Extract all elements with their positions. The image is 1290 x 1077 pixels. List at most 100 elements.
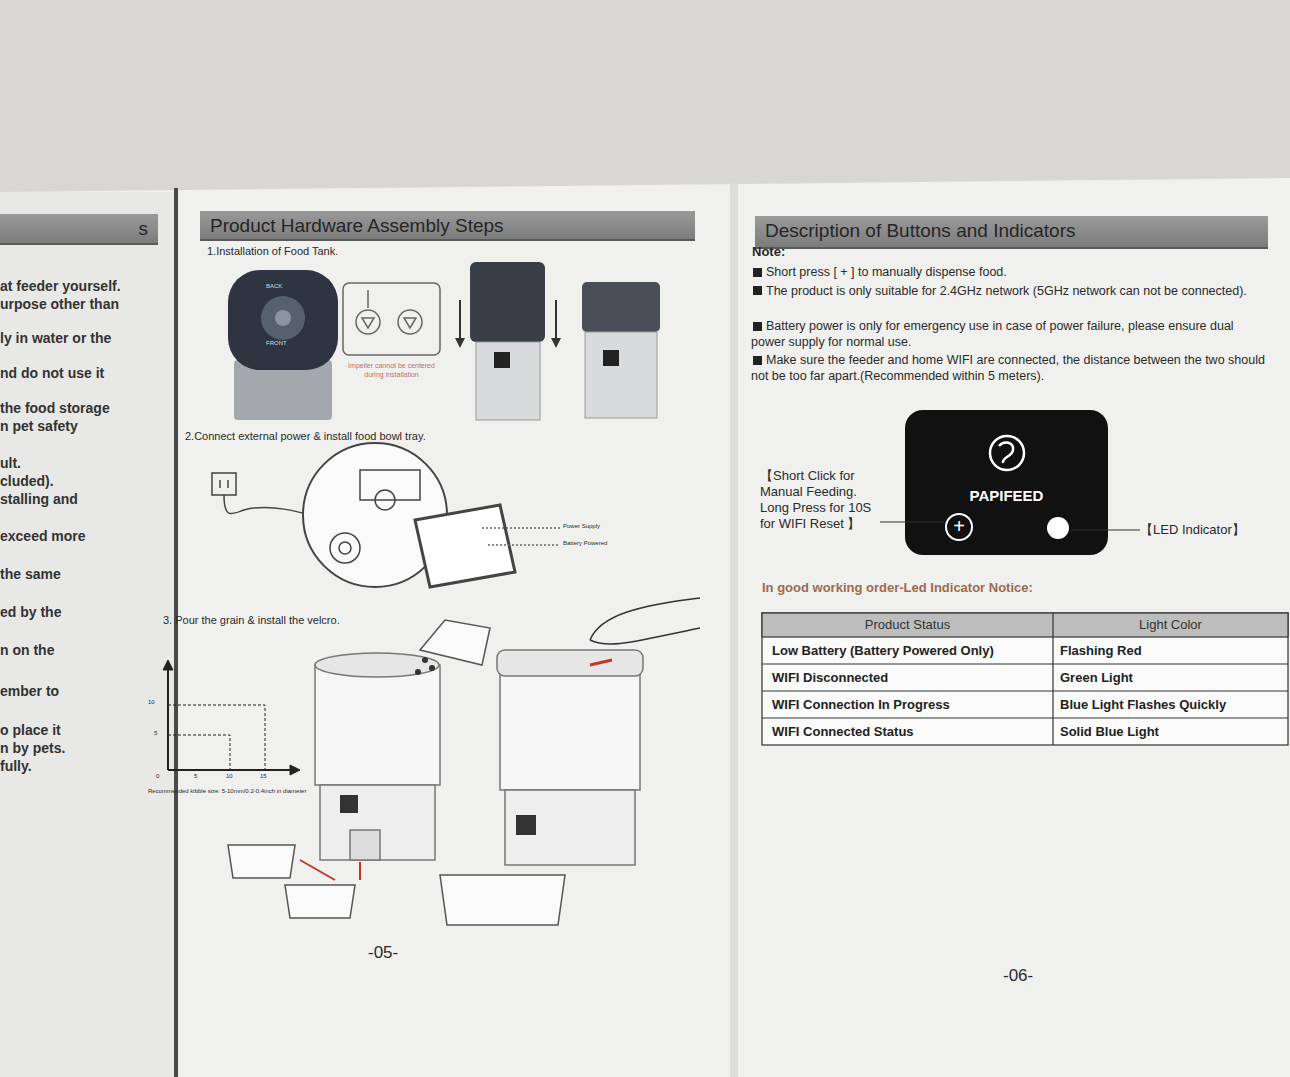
feeder-velcro — [590, 628, 700, 644]
kibble-chart — [168, 735, 230, 770]
feeder-velcro — [500, 672, 640, 790]
section-band: Product Hardware Assembly Steps — [200, 211, 695, 241]
table-cell: Solid Blue Light — [1060, 724, 1288, 740]
step-title: 2.Connect external power & install food … — [185, 430, 565, 444]
paper — [730, 182, 738, 1077]
note-text: Short press [ + ] to manually dispense f… — [766, 265, 1266, 281]
table-cell: WIFI Connection In Progress — [772, 697, 1052, 713]
power-diagram — [330, 533, 360, 563]
food-tank-top-view — [228, 270, 338, 370]
body-text: exceed more — [0, 528, 170, 546]
feeder-pour — [340, 795, 358, 813]
feeder-pour — [285, 885, 355, 918]
table-title: In good working order-Led Indicator Noti… — [762, 580, 1162, 596]
section-band-text: Description of Buttons and Indicators — [765, 220, 1258, 242]
status-table — [762, 613, 1288, 745]
warning-note: Impeller cannot be centered during insta… — [343, 362, 440, 380]
paper — [174, 188, 178, 1077]
feeder-velcro — [440, 875, 565, 925]
step-title: 3. Pour the grain & install the velcro. — [163, 614, 463, 628]
body-text: cluded). — [0, 473, 170, 491]
section-band-text: Product Hardware Assembly Steps — [210, 215, 685, 237]
feeder-velcro — [497, 650, 643, 676]
table-cell: WIFI Connected Status — [772, 724, 1052, 740]
body-text: stalling and — [0, 491, 170, 509]
feeder-install — [555, 300, 557, 342]
part-name: FRONT — [266, 340, 306, 348]
feeder-pour — [359, 862, 361, 880]
plus-button-text: + — [947, 515, 971, 538]
note-bullets — [753, 322, 762, 331]
feeder-velcro — [590, 598, 700, 640]
table-cell: Green Light — [1060, 670, 1288, 686]
feeder-velcro — [590, 660, 612, 665]
impeller-icon — [367, 290, 369, 308]
section-band: Description of Buttons and Indicators — [755, 216, 1268, 249]
body-text: n by pets. — [0, 740, 170, 758]
callout-text: 【LED Indicator】 — [1140, 522, 1290, 538]
axis-tick: 10 — [226, 773, 246, 781]
axis-tick: 15 — [260, 773, 280, 781]
body-text: ult. — [0, 455, 170, 473]
power-diagram — [488, 544, 560, 546]
body-text: at feeder yourself. — [0, 278, 170, 296]
table-cell: WIFI Disconnected — [772, 670, 1052, 686]
page-number: -06- — [1003, 965, 1083, 986]
status-table — [762, 663, 1288, 664]
chart-caption: Recommended kibble size: 5-10mm/0.2-0.4i… — [148, 788, 308, 796]
note-bullets — [753, 268, 762, 277]
axis-tick: 5 — [154, 730, 174, 738]
body-text: ly in water or the — [0, 330, 170, 348]
impeller-icon — [356, 310, 380, 334]
kibble-chart — [168, 705, 265, 770]
button-panel: PAPIFEED + — [905, 410, 1108, 555]
button-panel-text: PAPIFEED — [905, 487, 1108, 504]
body-text: the same — [0, 566, 170, 584]
table-header: Light Color — [1053, 617, 1288, 633]
status-table — [762, 613, 1288, 745]
impeller-icon — [343, 283, 440, 355]
impeller-icon — [404, 318, 416, 328]
power-diagram — [360, 470, 420, 500]
status-table — [1052, 613, 1053, 745]
feeder-pour — [300, 860, 335, 880]
body-text: nd do not use it — [0, 365, 170, 383]
note-bullets — [753, 268, 762, 365]
feeder-pour — [228, 620, 490, 918]
part-name: Power Supply — [563, 523, 643, 531]
kibble-chart — [163, 660, 300, 775]
feeder-install — [455, 262, 660, 420]
body-text: the food storage — [0, 400, 170, 418]
feeder-pour — [429, 665, 435, 671]
table-cell: Low Battery (Battery Powered Only) — [772, 643, 1052, 659]
callout-text: 【Short Click for Manual Feeding. Long Pr… — [760, 468, 885, 532]
table-header: Product Status — [762, 617, 1053, 633]
section-band: s — [0, 214, 158, 245]
paper — [0, 178, 1290, 1077]
power-diagram — [415, 505, 515, 587]
body-text: n on the — [0, 642, 170, 660]
feeder-install — [551, 338, 561, 348]
table-cell: Flashing Red — [1060, 643, 1288, 659]
feeder-pour — [320, 785, 435, 860]
feeder-install — [459, 300, 461, 342]
body-text: ember to — [0, 683, 170, 701]
food-tank-top-view — [275, 310, 291, 326]
status-table — [762, 690, 1288, 691]
power-diagram — [212, 443, 560, 587]
body-text: fully. — [0, 758, 170, 776]
paper — [0, 192, 176, 1077]
plus-button: + — [945, 513, 973, 541]
feeder-velcro — [516, 815, 536, 835]
note-text: Battery power is only for emergency use … — [751, 318, 1271, 350]
part-name: BACK — [266, 283, 306, 291]
status-table — [762, 717, 1288, 718]
kibble-chart — [290, 765, 300, 775]
note-bullets — [753, 286, 762, 295]
impeller-icon — [398, 310, 422, 334]
part-name: Battery Powered — [563, 540, 643, 548]
body-text: urpose other than — [0, 296, 170, 314]
